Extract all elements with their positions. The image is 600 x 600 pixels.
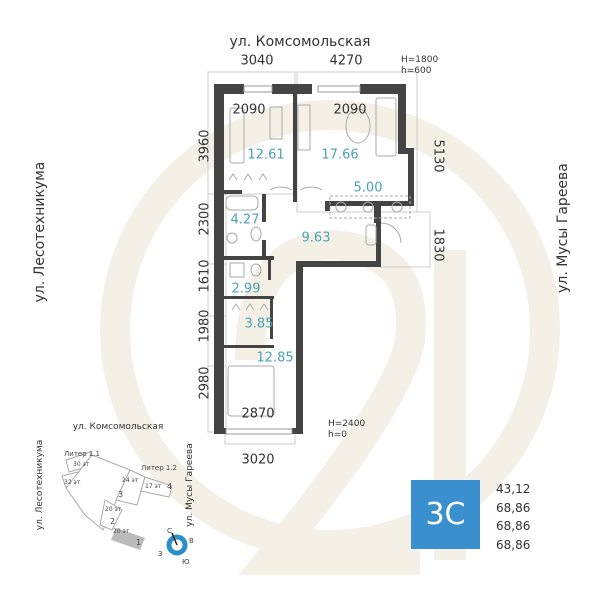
walls	[214, 84, 414, 434]
sill-height: h=0	[328, 430, 347, 440]
dim-left-4: 1980	[197, 309, 213, 343]
site-street-left: ул. Лесотехникума	[35, 439, 45, 531]
street-right-label: ул. Мусы Гареева	[555, 163, 571, 293]
floors-label: 32 эт	[64, 479, 81, 486]
window-height: H=2400	[328, 419, 366, 429]
section-label: 1	[136, 538, 142, 547]
watermark-logo	[100, 100, 560, 575]
furniture	[225, 97, 411, 417]
liter-2-label: Литер 1.2	[141, 464, 177, 472]
dim-right-1: 5130	[430, 139, 446, 173]
floors-label: 20 эт	[113, 528, 130, 535]
compass-north: С	[167, 527, 172, 535]
area-value: 68,86	[496, 537, 531, 552]
dim-left-5: 2980	[197, 366, 213, 400]
windows	[225, 85, 361, 435]
street-top-label: ул. Комсомольская	[229, 34, 371, 50]
dim-inner-top-1: 2090	[232, 102, 266, 118]
site-street-top: ул. Комсомольская	[72, 422, 164, 432]
area-value: 68,86	[496, 500, 531, 515]
area-value: 68,86	[496, 519, 531, 533]
dim-left-2: 2300	[197, 202, 213, 236]
floors-label: 30 эт	[73, 461, 90, 468]
room-area-wardrobe: 3.85	[244, 316, 274, 332]
dim-inner-top-2: 2090	[333, 102, 367, 118]
site-plan	[61, 451, 188, 556]
apartment-areas: 43,12 68,86 68,86 68,86	[496, 480, 530, 554]
compass-east: В	[189, 537, 194, 545]
floors-label: 24 эт	[122, 477, 139, 484]
dim-inner-bottom: 2870	[241, 406, 275, 422]
window-height: H=1800	[401, 55, 439, 65]
room-area-bedroom-2: 12.85	[256, 350, 294, 366]
section-label: 3	[118, 490, 124, 499]
room-area-bedroom: 12.61	[247, 147, 285, 163]
room-area-toilet: 2.99	[231, 281, 261, 297]
area-value: 43,12	[496, 482, 531, 496]
liter-1-label: Литер 1.1	[64, 450, 100, 458]
section-label: 4	[167, 482, 173, 491]
dim-top-2: 4270	[329, 53, 363, 69]
compass-west: З	[158, 550, 163, 558]
dim-bottom: 3020	[241, 452, 275, 468]
compass-south: Ю	[182, 558, 190, 566]
room-area-kitchen: 5.00	[353, 180, 383, 196]
room-area-hallway: 9.63	[301, 230, 331, 246]
room-area-bathroom: 4.27	[230, 212, 260, 228]
apartment-type-badge: 3C	[411, 480, 480, 549]
dim-left-1: 3960	[197, 129, 213, 163]
section-label: 2	[110, 517, 116, 526]
floors-label: 17 эт	[145, 483, 162, 490]
dim-left-3: 1610	[197, 259, 213, 293]
site-street-right: ул. Мусы Гареева	[185, 443, 195, 527]
sill-height: h=600	[401, 66, 432, 76]
dim-top-1: 3040	[240, 53, 274, 69]
street-left-label: ул. Лесотехникума	[32, 161, 48, 303]
room-area-living-room: 17.66	[321, 147, 359, 163]
dim-right-2: 1830	[430, 228, 446, 262]
floors-label: 20 эт	[105, 506, 122, 513]
